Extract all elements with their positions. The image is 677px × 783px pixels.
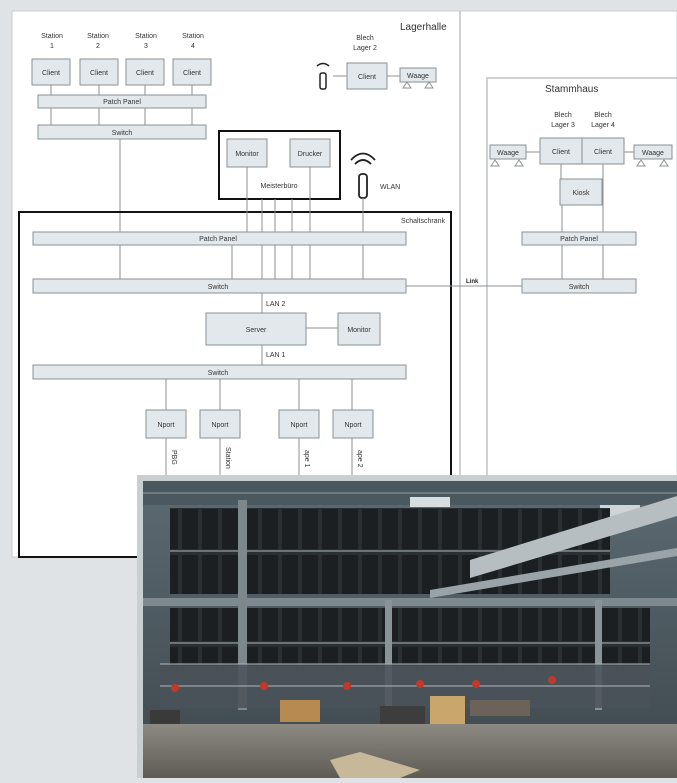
lager4-line2: Lager 4 <box>591 122 615 129</box>
warehouse-photo <box>137 475 677 778</box>
nport-3: Nport <box>279 410 319 438</box>
schaltschrank-patch-label: Patch Panel <box>199 236 237 243</box>
lager3-line2: Lager 3 <box>551 122 575 129</box>
client-label: Client <box>42 70 60 77</box>
schaltschrank-title: Schaltschrank <box>401 218 445 225</box>
nport-3-cable-label: ape 1 <box>303 450 310 468</box>
nport-2: Nport <box>200 410 240 438</box>
waage-right-label: Waage <box>642 150 664 157</box>
nport-1-cable-label: PBG <box>170 450 177 465</box>
stammhaus-switch-label: Switch <box>569 284 590 291</box>
nport-label: Nport <box>157 422 174 429</box>
meisterbuero-title: Meisterbüro <box>261 183 298 190</box>
nport-label: Nport <box>344 422 361 429</box>
lagerhalle-switch-label: Switch <box>112 130 133 137</box>
station-label: Station <box>182 33 204 40</box>
client-label: Client <box>90 70 108 77</box>
waage-left-label: Waage <box>497 150 519 157</box>
client-label: Client <box>183 70 201 77</box>
lan2-label: LAN 2 <box>266 301 286 308</box>
station-label: Station <box>135 33 157 40</box>
lan1-label: LAN 1 <box>266 352 286 359</box>
nport-2-cable-label: Station <box>224 447 231 469</box>
station-number: 4 <box>191 43 195 50</box>
client-label: Client <box>136 70 154 77</box>
server-label: Server <box>246 327 267 334</box>
link-label: Link <box>466 279 479 285</box>
lager4-line1: Blech <box>594 112 612 119</box>
station-number: 1 <box>50 43 54 50</box>
lagerhalle-title: Lagerhalle <box>400 22 447 33</box>
meister-drucker-label: Drucker <box>298 151 323 158</box>
station-label: Station <box>41 33 63 40</box>
lagerhalle-patch-label: Patch Panel <box>103 99 141 106</box>
station-label: Station <box>87 33 109 40</box>
stammhaus-title-text: Stammhaus <box>545 84 598 95</box>
nport-1: Nport <box>146 410 186 438</box>
schaltschrank-switch-label: Switch <box>208 284 229 291</box>
station-number: 2 <box>96 43 100 50</box>
nport-label: Nport <box>211 422 228 429</box>
client-label: Client <box>358 74 376 81</box>
station-number: 3 <box>144 43 148 50</box>
nport-4-cable-label: ape 2 <box>356 450 363 468</box>
server-monitor-label: Monitor <box>347 327 371 334</box>
stammhaus-patch-label: Patch Panel <box>560 236 598 243</box>
client-a-label: Client <box>552 149 570 156</box>
waage-label: Waage <box>407 73 429 80</box>
lager2-line1: Blech <box>356 35 374 42</box>
wlan-label: WLAN <box>380 184 400 191</box>
lager2-line2: Lager 2 <box>353 45 377 52</box>
meister-monitor-label: Monitor <box>235 151 259 158</box>
schaltschrank-switch-2-label: Switch <box>208 370 229 377</box>
client-b-label: Client <box>594 149 612 156</box>
lager3-line1: Blech <box>554 112 572 119</box>
nport-4: Nport <box>333 410 373 438</box>
kiosk-label: Kiosk <box>572 190 590 197</box>
nport-label: Nport <box>290 422 307 429</box>
